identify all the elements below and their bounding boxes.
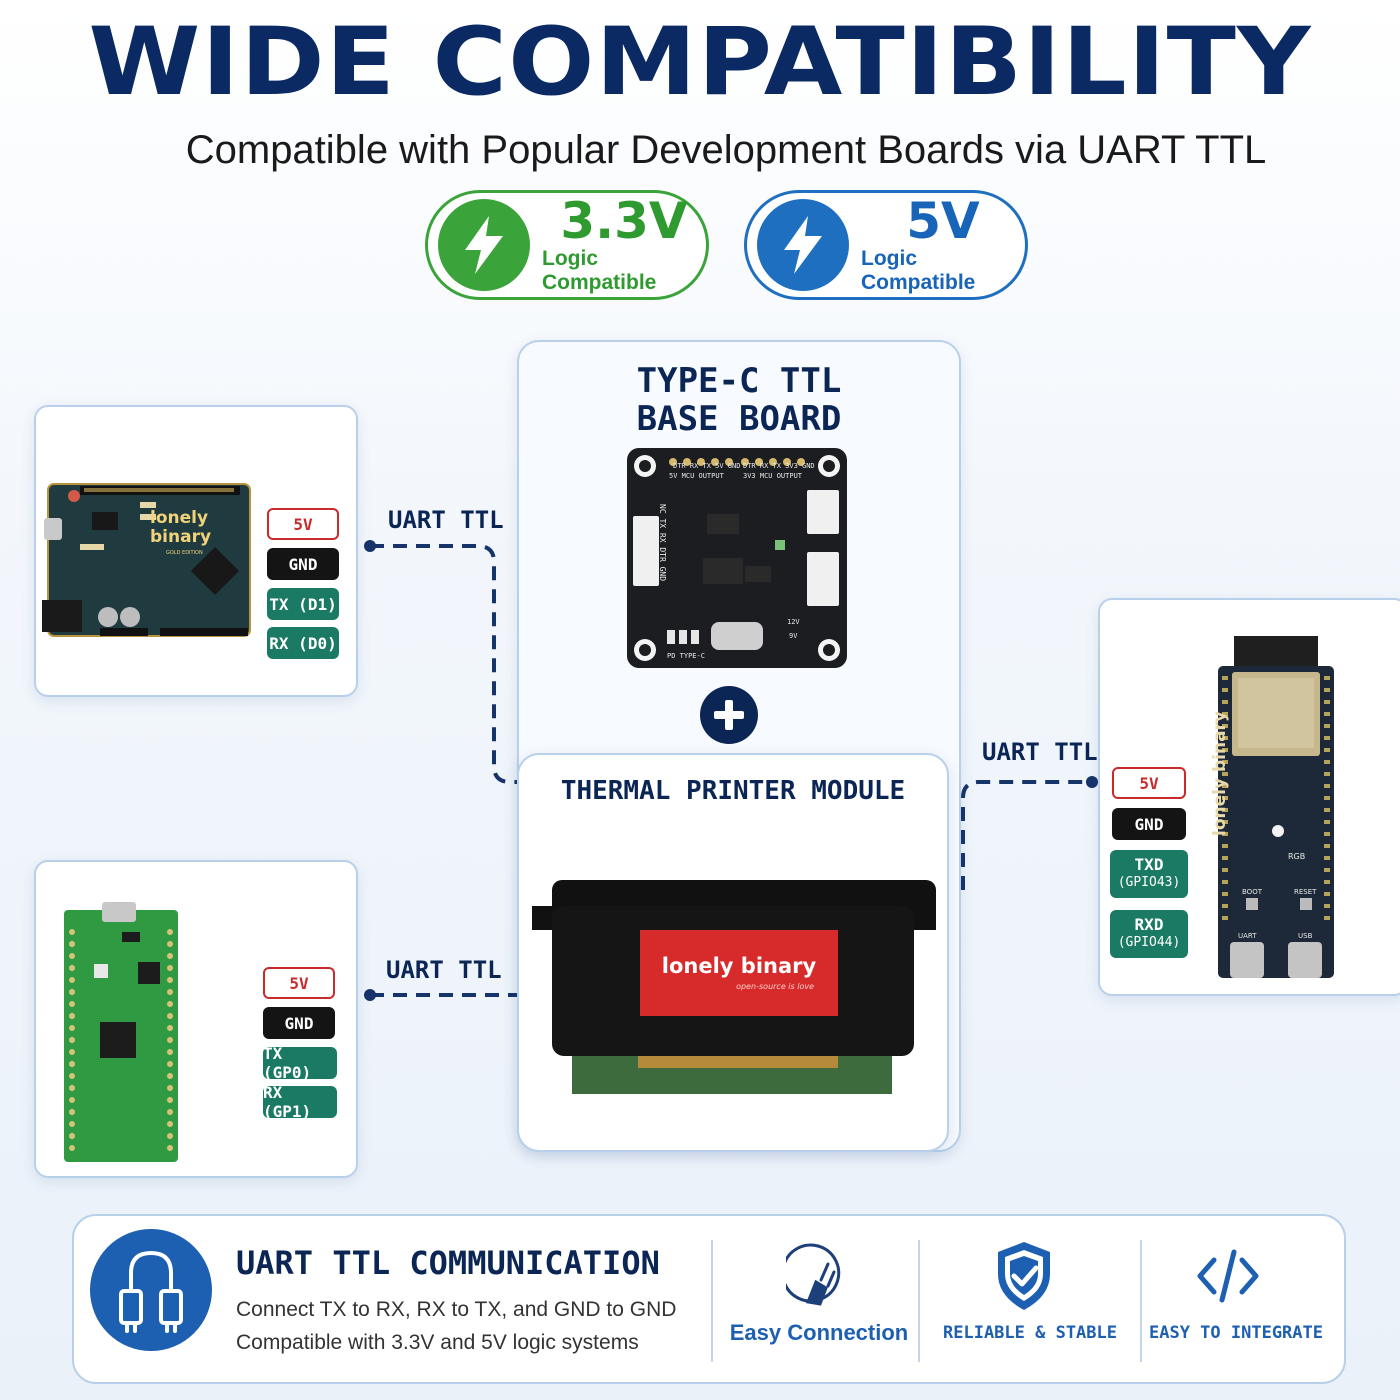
logic-caption: Logic Compatible <box>542 247 657 294</box>
usb-port-label: USB <box>1298 932 1313 940</box>
pin-txd-badge: TXD (GPIO43) <box>1110 850 1188 898</box>
logic-voltage: 3.3V <box>560 192 688 250</box>
uno-uart-line <box>370 544 517 784</box>
divider <box>918 1240 920 1362</box>
uart-section-title: UART TTL COMMUNICATION <box>236 1244 660 1282</box>
esp-uart-line <box>961 780 1092 890</box>
board-silkscreen: PD TYPE-C <box>667 652 705 660</box>
logic-3v3-badge: 3.3V Logic Compatible <box>425 190 709 300</box>
uart-ttl-label: UART TTL <box>982 738 1098 766</box>
divider <box>711 1240 713 1362</box>
base-board-title-line: BASE BOARD <box>636 399 842 439</box>
pin-rxd-label: RXD <box>1134 915 1164 934</box>
base-board-title-line: TYPE-C TTL <box>636 361 842 401</box>
pin-rxd-gpio: (GPIO44) <box>1117 935 1181 950</box>
raspberry-pico-board-image <box>62 902 180 1164</box>
esp32-s3-board-image: lonely binary RGB BOOT RESET UART USB <box>1210 636 1336 982</box>
ttl-base-board-image: DTR RX TX 5V GND 5V MCU OUTPUT DTR RX TX… <box>627 448 847 668</box>
logic-caption: Logic Compatible <box>861 247 976 294</box>
pin-5v-badge: 5V <box>263 967 335 999</box>
board-silkscreen: 5V MCU OUTPUT <box>669 472 724 480</box>
logic-5v-badge: 5V Logic Compatible <box>744 190 1028 300</box>
lightning-bolt-icon <box>757 199 849 291</box>
uart-description: Compatible with 3.3V and 5V logic system… <box>236 1331 639 1354</box>
uart-ttl-label: UART TTL <box>388 506 504 534</box>
board-silkscreen: 9V <box>789 632 798 640</box>
pin-gnd-badge: GND <box>267 548 339 580</box>
pin-5v-badge: 5V <box>267 508 339 540</box>
thermal-printer-image: lonely binary open-source is love <box>528 872 938 1098</box>
pin-gnd-badge: GND <box>1112 808 1186 840</box>
board-silkscreen: DTR RX TX 3V3 GND <box>743 462 815 470</box>
base-board-title: TYPE-C TTL BASE BOARD <box>517 362 961 438</box>
pin-tx-badge: TX (GP0) <box>263 1044 337 1082</box>
arduino-uno-board-image: lonely binary GOLD EDITION <box>40 482 252 640</box>
pin-rx-badge: RX (GP1) <box>263 1083 337 1121</box>
divider <box>1140 1240 1142 1362</box>
feature-label: RELIABLE & STABLE <box>943 1323 1117 1343</box>
plug-icon <box>786 1240 850 1312</box>
thermal-printer-title: THERMAL PRINTER MODULE <box>560 776 906 806</box>
pin-5v-badge: 5V <box>1112 767 1186 799</box>
pin-tx-badge: TX (D1) <box>267 588 339 620</box>
board-silkscreen: 12V <box>787 618 800 626</box>
page-subtitle: Compatible with Popular Development Boar… <box>185 128 1267 172</box>
boot-label: BOOT <box>1242 888 1262 896</box>
brand-text: lonely binary <box>1210 710 1230 836</box>
pin-txd-label: TXD <box>1134 855 1164 874</box>
board-silkscreen: DTR RX TX 5V GND <box>673 462 741 470</box>
edition-text: GOLD EDITION <box>166 550 203 556</box>
board-silkscreen: 3V3 MCU OUTPUT <box>743 472 803 480</box>
feature-label: EASY TO INTEGRATE <box>1149 1323 1323 1343</box>
printer-brand-label: lonely binary <box>661 954 817 978</box>
brand-text: binary <box>150 527 212 547</box>
rgb-label: RGB <box>1288 852 1306 861</box>
pin-gnd-badge: GND <box>263 1007 335 1039</box>
usb-cable-icon <box>90 1229 212 1351</box>
pin-rx-badge: RX (D0) <box>267 627 339 659</box>
brand-text: lonely <box>150 508 209 528</box>
uart-ttl-label: UART TTL <box>386 956 502 984</box>
feature-label: Easy Connection <box>729 1320 909 1345</box>
shield-check-icon <box>994 1240 1054 1312</box>
code-icon <box>1196 1246 1260 1306</box>
uart-port-label: UART <box>1238 932 1257 940</box>
uart-communication-panel <box>72 1214 1346 1384</box>
pin-rxd-badge: RXD (GPIO44) <box>1110 910 1188 958</box>
reset-label: RESET <box>1294 888 1317 896</box>
page-title: WIDE COMPATIBILITY <box>88 8 1312 117</box>
printer-tagline: open-source is love <box>736 982 814 991</box>
plus-icon <box>700 686 758 744</box>
board-silkscreen: NC TX RX DTR GND <box>658 504 667 582</box>
pin-txd-gpio: (GPIO43) <box>1117 875 1181 890</box>
uart-description: Connect TX to RX, RX to TX, and GND to G… <box>236 1298 677 1321</box>
lightning-bolt-icon <box>438 199 530 291</box>
logic-voltage: 5V <box>906 192 980 250</box>
